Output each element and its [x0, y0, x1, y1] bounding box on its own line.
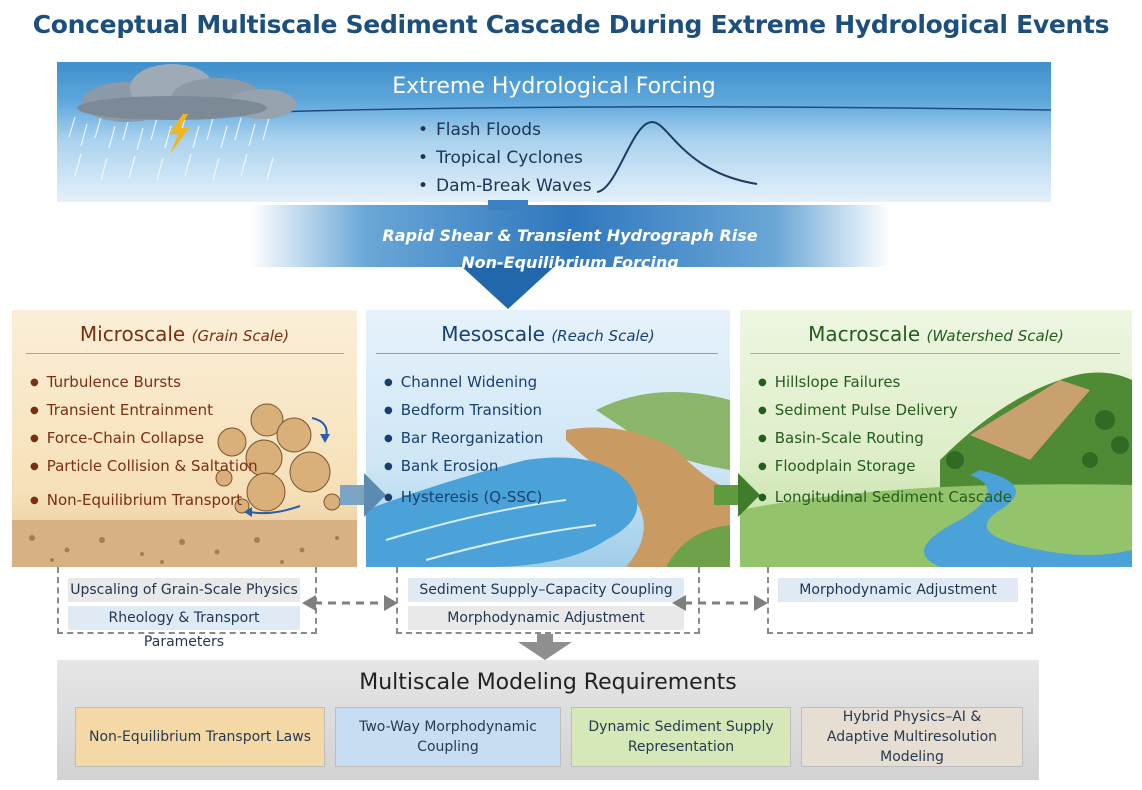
meso-bridge-line1: Sediment Supply–Capacity Coupling — [408, 578, 684, 602]
requirements-title: Multiscale Modeling Requirements — [359, 670, 737, 695]
macroscale-title-text: Macroscale — [808, 322, 921, 346]
mesoscale-item: Bank Erosion — [384, 457, 499, 475]
macroscale-panel: Macroscale (Watershed Scale) Hillslope F… — [740, 310, 1132, 567]
requirement-box: Dynamic Sediment Supply Representation — [571, 707, 791, 767]
mesoscale-title: Mesoscale (Reach Scale) — [366, 322, 730, 346]
meso-bridge-frame — [396, 567, 700, 634]
down-arrow-icon — [460, 265, 556, 309]
macro-bridge-line1: Morphodynamic Adjustment — [778, 578, 1018, 602]
microscale-item: Force-Chain Collapse — [30, 429, 204, 447]
mesoscale-item: Hysteresis (Q-SSC) — [384, 488, 543, 506]
forcing-item: Tropical Cyclones — [418, 148, 583, 168]
arrow-text-line2: Non-Equilibrium Forcing — [461, 253, 679, 272]
requirement-box: Non-Equilibrium Transport Laws — [75, 707, 325, 767]
title-rule — [26, 353, 344, 354]
microscale-title-text: Microscale — [79, 322, 186, 346]
rain-icon — [68, 116, 274, 181]
forcing-title: Extreme Hydrological Forcing — [392, 74, 716, 99]
microscale-item: Non-Equilibrium Transport — [30, 491, 242, 509]
micro-bridge-line2: Rheology & Transport Parameters — [68, 606, 300, 650]
down-arrow-to-requirements-icon — [518, 634, 572, 660]
microscale-panel: Microscale (Grain Scale) Turbulence Burs… — [12, 310, 357, 567]
macroscale-item: Longitudinal Sediment Cascade — [758, 488, 1012, 506]
requirement-box: Hybrid Physics–AI & Adaptive Multiresolu… — [801, 707, 1023, 767]
requirement-box: Two-Way Morphodynamic Coupling — [335, 707, 561, 767]
forcing-item: Dam-Break Waves — [418, 176, 592, 196]
storm-cloud-icon — [77, 64, 296, 122]
mesoscale-item: Bedform Transition — [384, 401, 542, 419]
mesoscale-subtitle: (Reach Scale) — [551, 327, 655, 345]
macroscale-item: Floodplain Storage — [758, 457, 916, 475]
title-rule — [376, 353, 718, 354]
forcing-item: Flash Floods — [418, 120, 541, 140]
forcing-band: Extreme Hydrological Forcing Flash Flood… — [57, 62, 1051, 202]
microscale-item: Particle Collision & Saltation — [30, 457, 258, 475]
micro-bridge-line1: Upscaling of Grain-Scale Physics — [68, 578, 300, 602]
microscale-item: Turbulence Bursts — [30, 373, 181, 391]
lightning-icon — [169, 114, 189, 154]
mesoscale-item: Channel Widening — [384, 373, 537, 391]
river-reach-illustration — [366, 392, 730, 567]
grain-illustration — [12, 403, 357, 567]
macroscale-subtitle: (Watershed Scale) — [926, 327, 1064, 345]
microscale-subtitle: (Grain Scale) — [191, 327, 290, 345]
water-line — [206, 106, 1051, 115]
title-rule — [750, 353, 1120, 354]
macro-bridge-frame — [767, 567, 1033, 634]
mesoscale-title-text: Mesoscale — [441, 322, 545, 346]
forcing-arrow-band — [250, 205, 890, 267]
mesoscale-item: Bar Reorganization — [384, 429, 544, 447]
mesoscale-panel: Mesoscale (Reach Scale) Channel Widening… — [366, 310, 730, 567]
macroscale-title: Macroscale (Watershed Scale) — [740, 322, 1132, 346]
arrow-stem — [488, 200, 528, 210]
diagram-title: Conceptual Multiscale Sediment Cascade D… — [32, 10, 1110, 39]
arrow-text-line1: Rapid Shear & Transient Hydrograph Rise — [382, 226, 758, 245]
meso-to-macro-arrow-icon — [714, 473, 760, 517]
micro-to-meso-arrow-icon — [340, 473, 386, 517]
hydrograph-curve — [596, 120, 758, 193]
microscale-title: Microscale (Grain Scale) — [12, 322, 357, 346]
macroscale-item: Sediment Pulse Delivery — [758, 401, 958, 419]
macroscale-item: Basin-Scale Routing — [758, 429, 924, 447]
requirements-panel: Multiscale Modeling Requirements Non-Equ… — [57, 660, 1039, 780]
coupling-arrows — [302, 595, 768, 611]
microscale-item: Transient Entrainment — [30, 401, 213, 419]
macroscale-item: Hillslope Failures — [758, 373, 901, 391]
forcing-illustration — [68, 64, 1051, 193]
meso-bridge-line2: Morphodynamic Adjustment — [408, 606, 684, 630]
